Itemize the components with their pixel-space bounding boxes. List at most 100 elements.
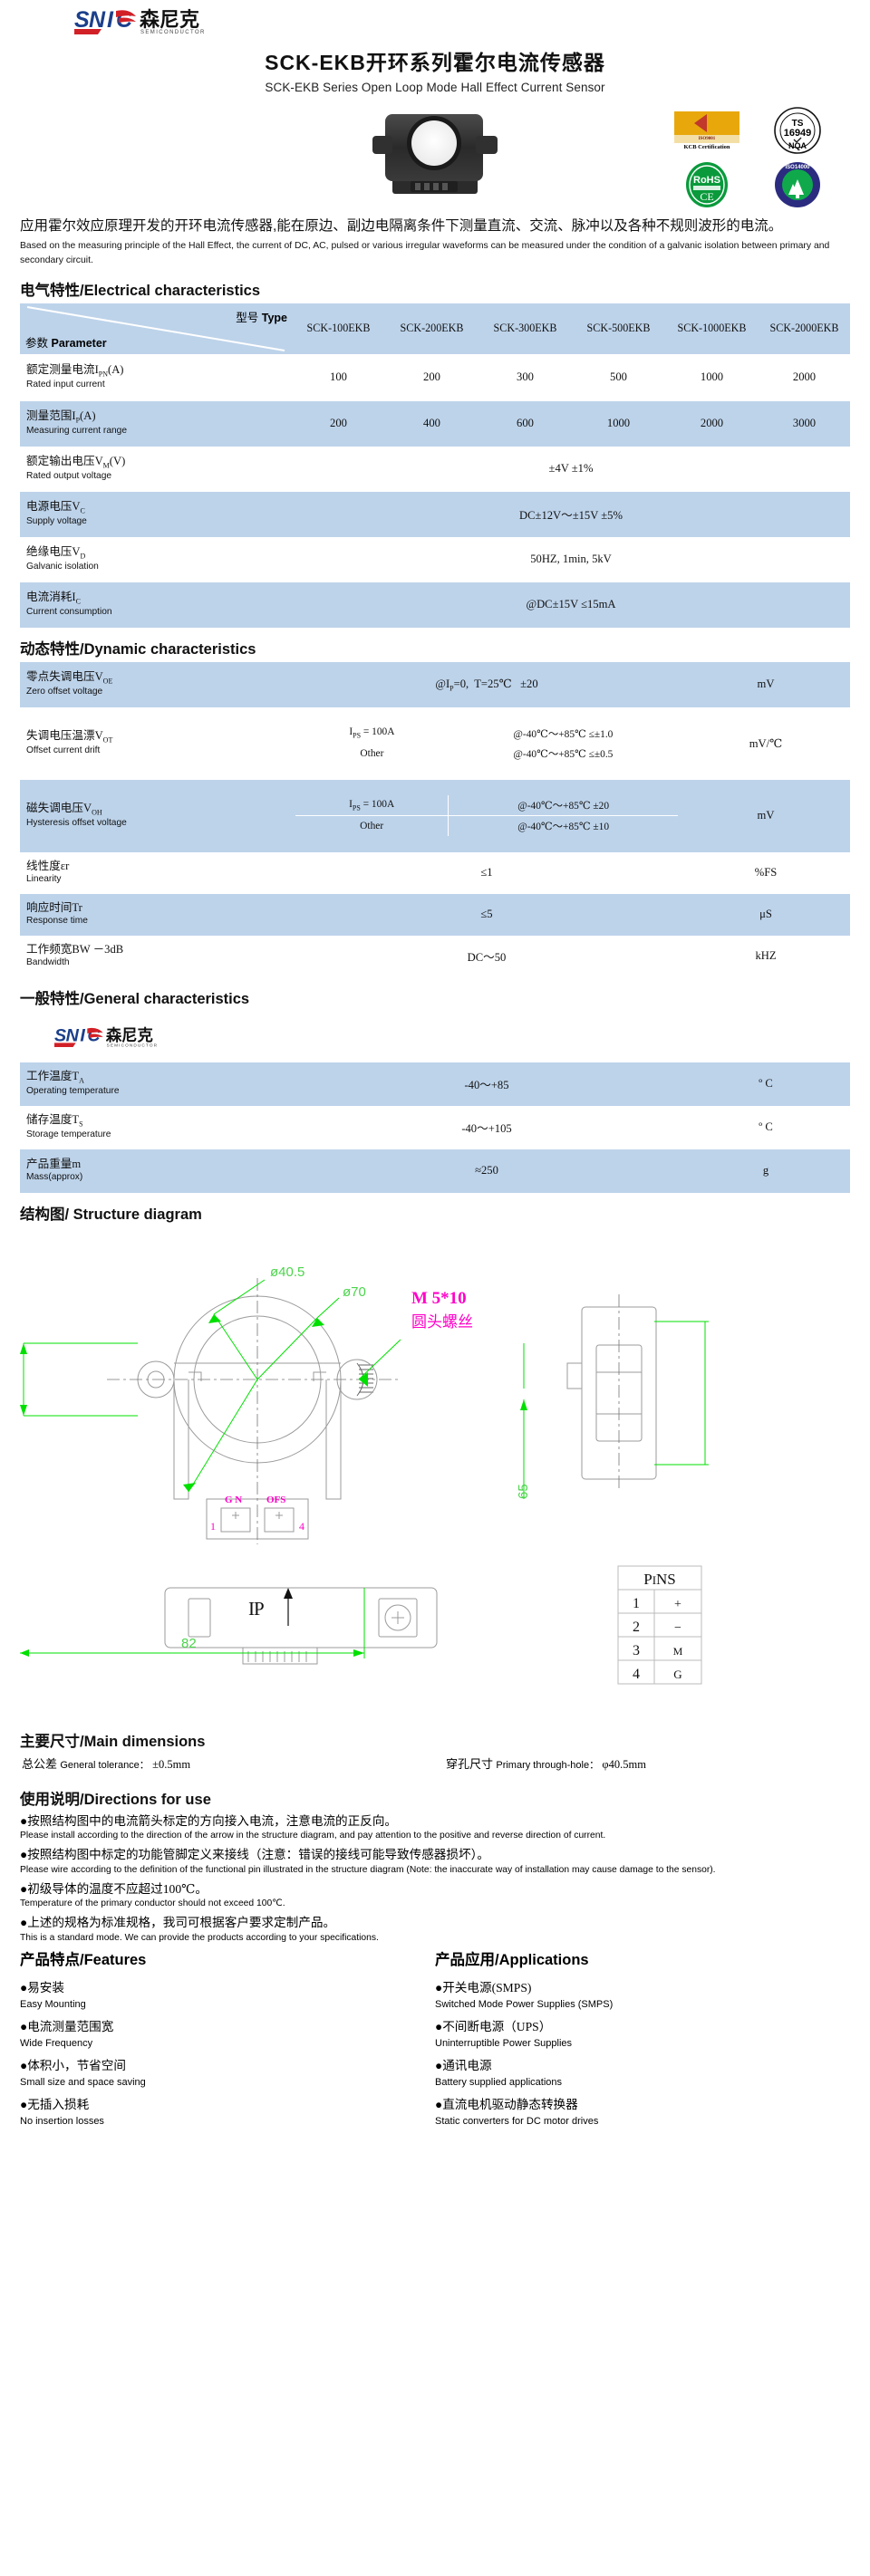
header-type-label: 型号 Type [236,311,287,324]
value-cell: @IP=0, T=25℃ ±20 [292,661,682,707]
param-cell: 绝缘电压VD Galvanic isolation [20,536,292,582]
condition-subtable: IPS = 100A @-40℃～+85℃ ≤±1.0 Other @-40℃～… [295,723,678,764]
model-header-1: SCK-100EKB [292,303,385,354]
value-cell: 400 [385,400,478,447]
param-en: Operating temperature [26,1085,120,1096]
param-cell: 额定输出电压VM(V) Rated output voltage [20,446,292,492]
value-cell-span: DC±12V～±15V ±5% [292,491,850,537]
structure-diagram-drawing: ø40.5 ø70 65 82 M 5*10 圆头螺丝 G N OFS 1 4 … [20,1264,709,1684]
param-cn: 额定测量电流IPN(A) [26,363,124,379]
param-cn: 磁失调电压VOH [26,802,102,817]
param-cn: 电流消耗IC [26,591,81,606]
callout-dia-outer: ø70 [343,1284,366,1300]
dynamic-characteristics-table: 零点失调电压VOE Zero offset voltage @IP=0, T=2… [20,661,850,977]
param-cn: 绝缘电压VD [26,545,86,561]
snic-logo-icon: S N I C 森尼克 SEMICONDUCTOR [74,7,206,35]
param-en: Galvanic isolation [26,561,99,572]
direction-cn: ●按照结构图中标定的功能管脚定义来接线（注意：错误的接线可能导致传感器损坏）。 [20,1848,489,1862]
param-cell: 磁失调电压VOH Hysteresis offset voltage [20,779,292,852]
terminal-label-gn: G N [225,1495,242,1505]
pin-function: − [674,1621,682,1635]
cert-iso9001-mark: ISO9001 [674,134,740,143]
param-cn: 工作温度TA [26,1070,84,1085]
direction-en: Temperature of the primary conductor sho… [20,1898,285,1909]
unit-cell: mV [682,779,850,852]
condition-detail: @-40℃～+85℃ ±20 [448,795,678,816]
svg-text:N: N [89,7,106,33]
logo-header: S N I C 森尼克 SEMICONDUCTOR [20,0,850,40]
svg-text:I: I [80,1025,85,1045]
param-cell: 电源电压VC Supply voltage [20,491,292,537]
table-row: 线性度εr Linearity ≤1 %FS [20,851,850,894]
param-cell: 失调电压温漂VOT Offset current drift [20,706,292,780]
primary-through-hole: 穿孔尺寸 Primary through-hole： φ40.5mm [446,1756,646,1771]
param-cn: 额定输出电压VM(V) [26,455,126,470]
param-cn: 储存温度TS [26,1113,83,1129]
header-corner-cell: 型号 Type 参数 Parameter [20,303,292,354]
param-en: Storage temperature [26,1129,111,1139]
condition-cell: Other [295,743,449,764]
svg-text:RoHS: RoHS [693,175,720,186]
param-en: Rated output voltage [26,470,112,481]
electrical-characteristics-table: 型号 Type 参数 Parameter SCK-100EKB SCK-200E… [20,303,850,628]
table-row: 测量范围IP(A) Measuring current range 200 40… [20,400,850,447]
condition-cell: IPS = 100A [295,795,450,816]
ts16949-icon: TS 16949 NQA [774,107,821,154]
features-heading: 产品特点/Features [20,1952,147,1968]
value-cell: IPS = 100A @-40℃～+85℃ ≤±1.0 Other @-40℃～… [292,706,682,780]
unit-cell: º C [682,1105,850,1149]
param-cell: 储存温度TS Storage temperature [20,1105,292,1149]
unit-cell: º C [682,1062,850,1106]
kcb-mark-icon [674,111,740,135]
feature-cn: ●电流测量范围宽 [20,2020,114,2033]
snic-logo-secondary: S N I C 森尼克 SEMICONDUCTOR [54,1021,870,1053]
condition-subtable: IPS = 100A @-40℃～+85℃ ±20 Other @-40℃～+8… [295,795,678,836]
svg-text:I: I [107,7,114,33]
param-cell: 电流消耗IC Current consumption [20,582,292,628]
svg-text:N: N [66,1025,80,1045]
value-cell-span: @DC±15V ≤15mA [292,582,850,628]
application-cn: ●直流电机驱动静态转换器 [435,2098,578,2111]
param-en: Response time [26,915,88,926]
title-block: SCK-EKB开环系列霍尔电流传感器 SCK-EKB Series Open L… [20,45,850,94]
table-row: 绝缘电压VD Galvanic isolation 50HZ, 1min, 5k… [20,536,850,582]
pin-number: 1 [633,1596,640,1611]
table-row: 额定输出电压VM(V) Rated output voltage ±4V ±1% [20,446,850,492]
section-heading-dimensions: 主要尺寸/Main dimensions [20,1733,206,1750]
param-en: Supply voltage [26,515,87,526]
svg-text:SEMICONDUCTOR: SEMICONDUCTOR [140,30,206,35]
unit-cell: mV/℃ [682,706,850,780]
table-row: 额定测量电流IPN(A) Rated input current 100 200… [20,353,850,401]
unit-cell: mV [682,661,850,707]
table-row: 产品重量m Mass(approx) ≈250 g [20,1149,850,1193]
value-cell: IPS = 100A @-40℃～+85℃ ±20 Other @-40℃～+8… [292,779,682,852]
value-cell: 200 [292,400,385,447]
param-en: Current consumption [26,606,112,617]
terminal-pin-4: 4 [299,1520,304,1533]
table-header-row: 型号 Type 参数 Parameter SCK-100EKB SCK-200E… [20,303,850,354]
param-en: Linearity [26,873,62,884]
pin-number: 3 [633,1643,640,1658]
param-cell: 工作频宽BW －3dB Bandwidth [20,935,292,977]
unit-cell: g [682,1149,850,1193]
param-cell: 工作温度TA Operating temperature [20,1062,292,1106]
param-en: Bandwidth [26,956,70,967]
svg-text:P: P [254,1598,265,1620]
cert-iso9001-caption: KCB Certification [683,143,730,150]
directions-list: ●按照结构图中的电流箭头标定的方向接入电流，注意电流的正反向。 Please i… [20,1812,850,1946]
condition-row: IPS = 100A @-40℃～+85℃ ≤±1.0 [295,723,678,744]
rohs-ce-icon: RoHS CE [686,162,728,207]
param-cn: 工作频宽BW －3dB [26,943,124,956]
cert-iso9001: ISO9001 KCB Certification [669,106,745,155]
svg-text:森尼克: 森尼克 [106,1025,153,1044]
table-row: 储存温度TS Storage temperature -40～+105 º C [20,1105,850,1149]
svg-text:ISO14000: ISO14000 [785,165,810,170]
terminal-label-ofs: OFS [266,1495,285,1505]
value-cell: ≈250 [292,1149,682,1193]
table-row: 电源电压VC Supply voltage DC±12V～±15V ±5% [20,491,850,537]
direction-cn: ●初级导体的温度不应超过100℃。 [20,1881,208,1896]
svg-text:S: S [54,1025,66,1045]
model-header-4: SCK-500EKB [572,303,665,354]
snic-logo: S N I C 森尼克 SEMICONDUCTOR [74,5,246,38]
general-tolerance: 总公差 General tolerance： ±0.5mm [22,1756,191,1771]
